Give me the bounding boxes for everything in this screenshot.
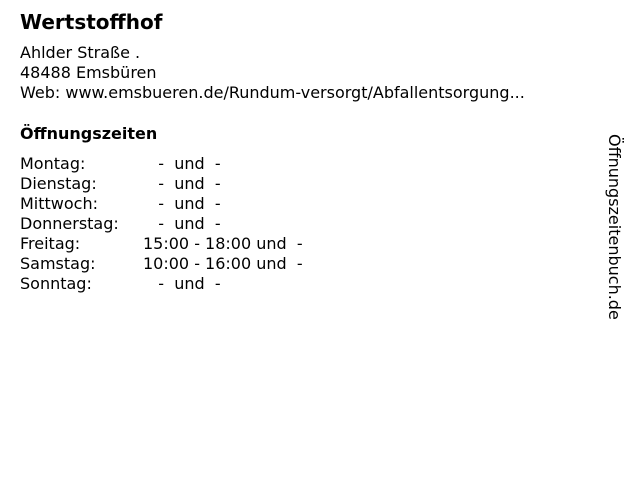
address-city: 48488 Emsbüren (20, 63, 157, 82)
side-watermark: Öffnungszeitenbuch.de (605, 134, 624, 320)
hours-time: - und - (143, 154, 221, 173)
hours-heading: Öffnungszeiten (20, 124, 158, 143)
hours-time: - und - (143, 214, 221, 233)
hours-time: - und - (143, 174, 221, 193)
hours-day: Montag: (20, 154, 86, 173)
address-web-link[interactable]: Web: www.emsbueren.de/Rundum-versorgt/Ab… (20, 83, 525, 102)
page-title: Wertstoffhof (20, 10, 163, 34)
hours-day: Sonntag: (20, 274, 92, 293)
hours-time: 10:00 - 16:00 und - (143, 254, 303, 273)
hours-time: - und - (143, 274, 221, 293)
hours-day: Freitag: (20, 234, 81, 253)
address-street: Ahlder Straße . (20, 43, 141, 62)
hours-day: Samstag: (20, 254, 96, 273)
hours-day: Dienstag: (20, 174, 97, 193)
hours-time: - und - (143, 194, 221, 213)
hours-day: Mittwoch: (20, 194, 98, 213)
address-block: Ahlder Straße . 48488 Emsbüren Web: www.… (20, 43, 525, 103)
hours-time: 15:00 - 18:00 und - (143, 234, 303, 253)
hours-day: Donnerstag: (20, 214, 119, 233)
